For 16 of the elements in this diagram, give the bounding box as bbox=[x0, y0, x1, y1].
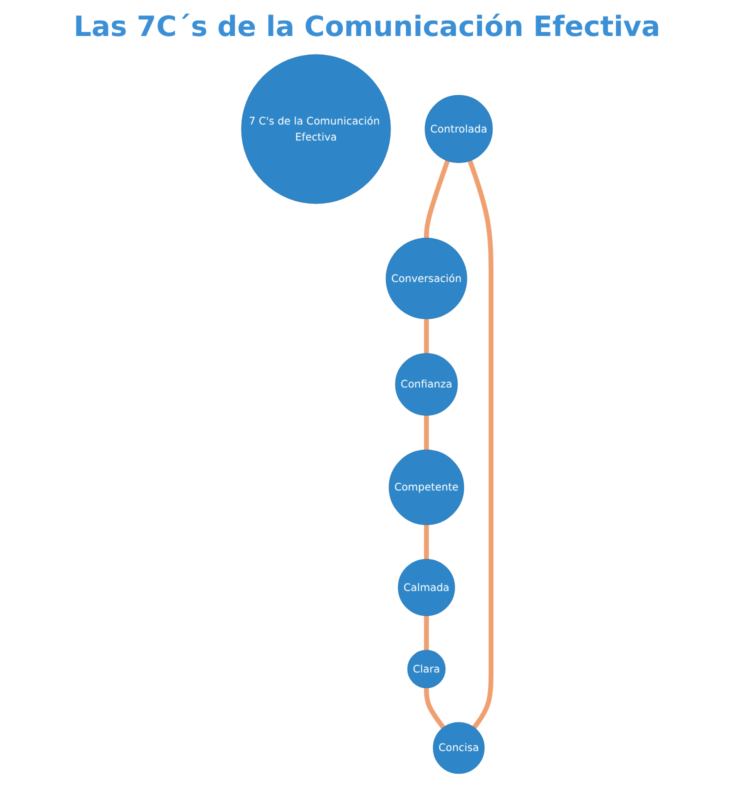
node-circle: Concisa bbox=[432, 722, 485, 774]
connector bbox=[424, 318, 429, 354]
connector bbox=[424, 160, 450, 238]
node-circle: Clara bbox=[407, 650, 446, 688]
connector bbox=[424, 688, 446, 730]
node-circle: Confianza bbox=[395, 353, 458, 416]
connector bbox=[468, 160, 494, 730]
node-circle: 7 C's de la Comunicación Efectiva bbox=[241, 54, 391, 204]
node-circle: Controlada bbox=[424, 95, 493, 163]
connector bbox=[424, 616, 429, 650]
title: Las 7C´s de la Comunicación Efectiva bbox=[72, 10, 662, 43]
node-circle: Calmada bbox=[398, 558, 455, 616]
connector bbox=[424, 524, 429, 560]
node-circle: Competente bbox=[388, 450, 464, 525]
connector bbox=[424, 415, 429, 450]
node-circle: Conversación bbox=[386, 238, 468, 320]
